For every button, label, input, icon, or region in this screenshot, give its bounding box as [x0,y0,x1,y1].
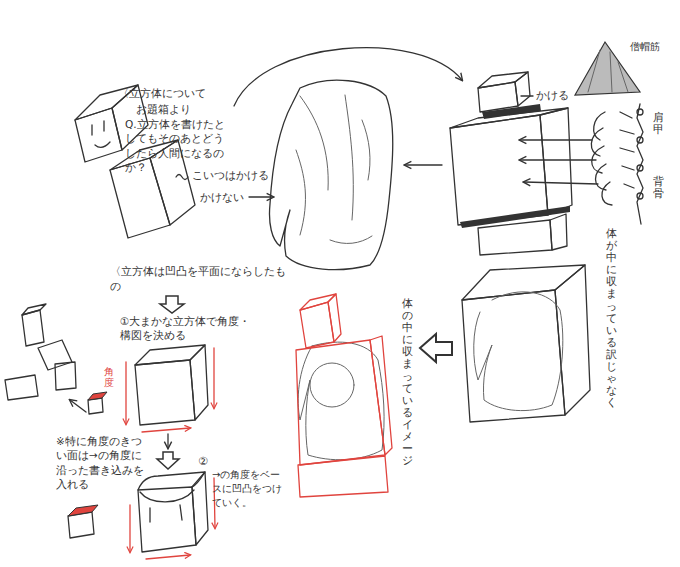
box-figure-part [450,115,548,225]
bumpy-cube-part [138,487,196,552]
small-boxes-part [22,304,46,315]
red-box-torso-part [370,336,392,455]
red-box-torso-part [300,294,336,310]
note-label: →の角度をベースに凹凸をつけていく。 [212,468,286,509]
arrow [405,164,442,165]
cube-with-torso-part [462,265,585,300]
small-boxes [5,304,86,412]
box-figure-part [540,108,572,215]
ribcage-sketch-part [637,165,643,171]
angle-cube-part [88,392,107,400]
trapezius-sketch-part [588,50,628,92]
box-figure-part [478,72,528,88]
angle-cube-part [135,360,195,425]
ribcage-sketch-part [591,112,612,205]
arrow [524,182,598,184]
box-figure-part [521,95,533,96]
vertical-note: 体が中に収まっている訳じゃなく [606,228,617,409]
hollow-arrow [160,296,184,313]
bumpy-cube-part [192,472,208,545]
angle-cube-part [167,434,168,448]
ribcage-sketch-part [620,112,634,188]
ribcage-sketch-part [637,104,643,224]
note-label: かけない [200,190,250,205]
bumpy-cube-part [68,505,98,516]
angle-cube-part [88,398,103,414]
cube-with-torso-part [555,265,590,415]
bumpy-cube-part [129,505,130,552]
note-label: お題箱より [136,102,216,116]
box-figure-part [460,206,570,228]
box-figure-part [550,214,567,250]
red-box-torso-part [298,342,384,460]
note-label: かける [536,88,581,103]
red-box-torso-part [328,294,341,342]
bumpy-cube-part [146,555,190,559]
cube-figure-part [92,121,110,147]
arrow [249,196,273,197]
note-label: ※特に角度のきつい面は→の角度に沿った書き込みを入れる [56,434,150,492]
small-boxes-part [70,400,86,412]
small-boxes-part [55,362,76,390]
cube-with-torso-part [474,292,563,411]
small-boxes-part [5,375,38,400]
note-label: こいつはかける [192,168,282,182]
angle-cube-part [190,345,208,420]
cube-with-torso [462,265,590,422]
small-boxes-part [22,310,44,346]
red-box-torso-part [310,363,354,407]
red-box-torso-part [296,340,385,465]
angle-cube-part [125,362,126,424]
note-label: 〈立方体は凹凸を平面にならしたもの [110,264,290,294]
arrow [520,159,596,160]
bumpy-cube-part [68,512,94,538]
note-label: Q.立方体を書けたとしてもそのあとどうしたら人間になるのか？ [125,117,225,175]
note-label: 僧帽筋 [630,40,670,54]
bumpy-cube [68,472,215,559]
box-figure-part [478,220,552,255]
torso-sketch-part [296,95,372,243]
red-box-torso [296,294,392,497]
red-box-torso-part [298,456,388,497]
ribcage-sketch [591,104,643,224]
bumpy-cube-part [140,490,194,522]
bumpy-cube-part [138,472,205,490]
vertical-note: 角度 [104,366,114,388]
arrow [520,139,592,140]
cube-figure-part [176,175,188,180]
hollow-arrow [420,334,452,362]
vertical-note: 体の中に収まっているイメージ [402,298,413,467]
angle-cube-part [142,428,190,432]
cube-figure-part [75,108,122,162]
torso-sketch [269,80,392,269]
angle-cube-part [157,452,179,469]
note-label: ①大まかな立方体で角度・構図を決める [120,314,260,343]
angle-cube-part [213,348,214,408]
vertical-note: 肩甲 [653,112,664,135]
note-label: 〈立方体について [118,86,233,101]
ribcage-sketch-part [637,109,643,115]
ribcage-sketch-part [637,137,643,143]
cube-with-torso-part [462,290,565,422]
arc-arrow [234,48,462,106]
box-figure-part [450,108,568,128]
ribcage-sketch-part [637,193,643,199]
note-label: ② [198,454,214,469]
vertical-note: 背骨 [653,176,664,199]
torso-sketch-part [269,80,392,269]
box-figure-part [515,72,530,106]
